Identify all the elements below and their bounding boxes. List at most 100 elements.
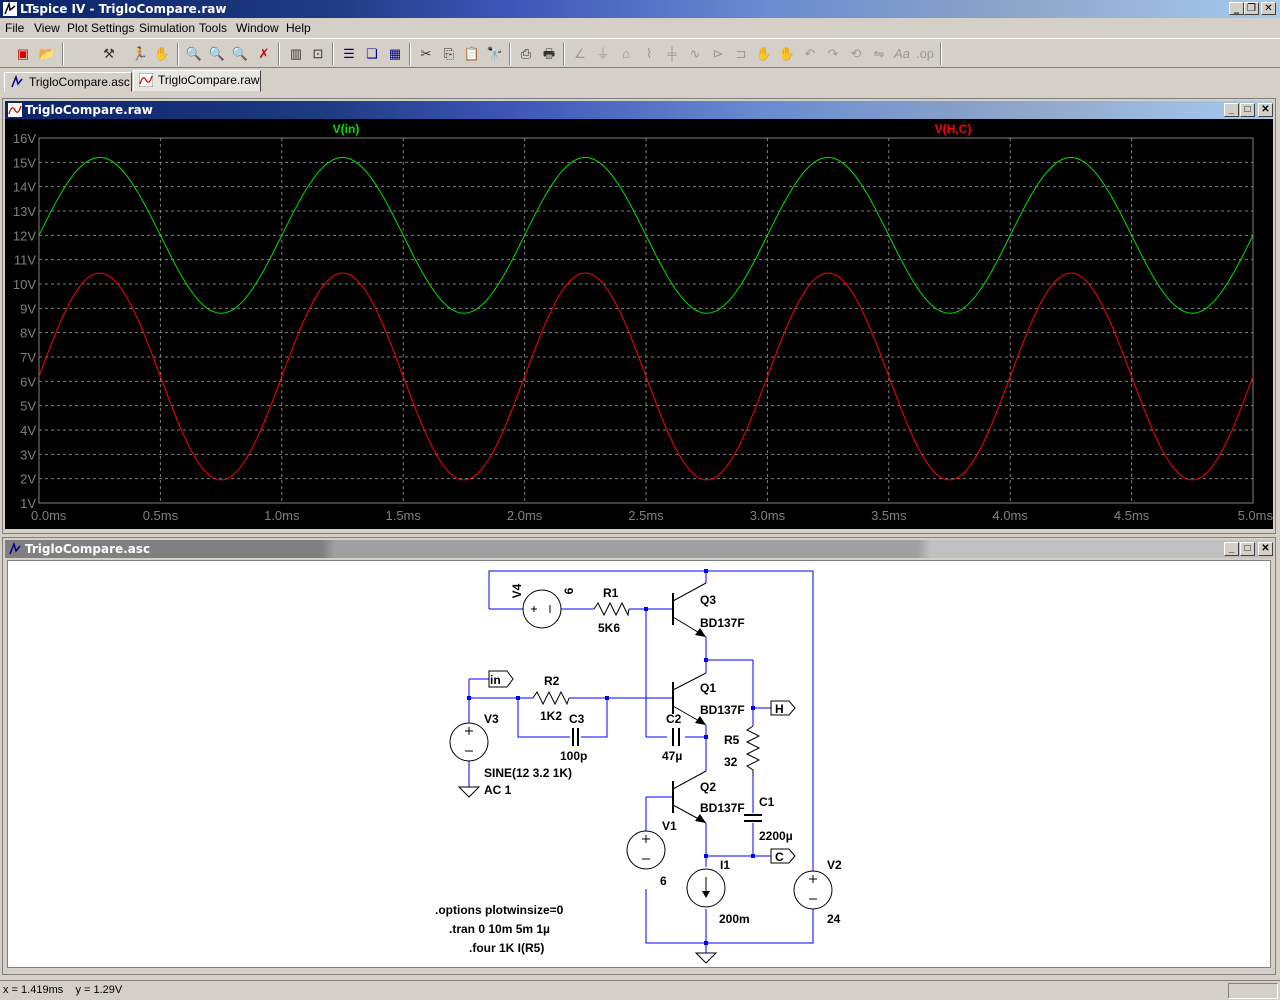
plot-close-button[interactable]: ✕ bbox=[1258, 103, 1273, 117]
toolbar-separator bbox=[62, 43, 64, 65]
wire-icon[interactable]: ∠ bbox=[574, 46, 586, 61]
copy-icon[interactable]: ⎘ bbox=[443, 46, 455, 61]
find-icon[interactable]: 🔭 bbox=[486, 46, 504, 61]
plot-minimize-button[interactable]: _ bbox=[1224, 103, 1239, 117]
resistor-icon[interactable]: ⌇ bbox=[645, 46, 653, 61]
schematic-drawing[interactable]: V4 6 R1 5K6 Q3 BD137F R2 C3 1K2 C3 100p … bbox=[8, 561, 1270, 967]
capacitor-c1[interactable] bbox=[744, 814, 762, 822]
schematic-minimize-button[interactable]: _ bbox=[1224, 542, 1239, 556]
voltage-source-v4[interactable] bbox=[522, 589, 562, 629]
menu-view[interactable]: View bbox=[34, 21, 60, 35]
r2-ref: R2 bbox=[544, 674, 560, 688]
resistor-r2[interactable] bbox=[532, 690, 570, 706]
diode-icon[interactable]: ⊳ bbox=[712, 46, 724, 61]
spice-directive-four[interactable]: .four 1K I(R5) bbox=[469, 941, 544, 955]
trace-label-v-in[interactable]: V(in) bbox=[333, 122, 360, 136]
redo-icon[interactable]: ↷ bbox=[827, 46, 839, 61]
transistor-q3[interactable] bbox=[672, 582, 707, 638]
tab-schematic[interactable]: TrigloCompare.asc bbox=[4, 72, 132, 92]
spice-directive-options[interactable]: .options plotwinsize=0 bbox=[435, 903, 564, 917]
zoom-in-icon[interactable]: 🔍 bbox=[185, 46, 203, 61]
pan-icon[interactable]: ✋ bbox=[153, 46, 171, 61]
net-label-c-flag[interactable] bbox=[770, 848, 796, 864]
paste-icon[interactable]: 📋 bbox=[463, 46, 481, 61]
voltage-source-v1[interactable] bbox=[626, 830, 666, 870]
undo-icon[interactable]: ↶ bbox=[804, 46, 816, 61]
trace-v-in[interactable] bbox=[38, 157, 1254, 314]
y-tick-label: 11V bbox=[14, 253, 36, 268]
menu-file[interactable]: File bbox=[5, 21, 25, 35]
menu-simulation[interactable]: Simulation bbox=[139, 21, 196, 35]
zoom-area-icon[interactable]: 🔍 bbox=[208, 46, 226, 61]
resistor-r1[interactable] bbox=[593, 601, 630, 617]
schematic-maximize-button[interactable]: □ bbox=[1240, 542, 1255, 556]
c1-value: 2200µ bbox=[759, 829, 793, 843]
resistor-r5[interactable] bbox=[745, 725, 761, 776]
capacitor-icon[interactable]: ╪ bbox=[667, 46, 677, 61]
zoom-out-icon[interactable]: 🔍 bbox=[231, 46, 249, 61]
component-icon[interactable]: ⊐ bbox=[735, 46, 747, 61]
menu-help[interactable]: Help bbox=[286, 21, 311, 35]
run-icon[interactable]: 🏃 bbox=[131, 46, 149, 61]
restore-button[interactable]: ❐ bbox=[1244, 2, 1259, 15]
x-tick-label: 0.0ms bbox=[31, 508, 67, 523]
menu-window[interactable]: Window bbox=[236, 21, 279, 35]
schematic-close-button[interactable]: ✕ bbox=[1258, 542, 1273, 556]
move-icon[interactable]: ✋ bbox=[755, 46, 773, 61]
net-label-in-flag[interactable] bbox=[488, 670, 514, 688]
zoom-cancel-icon[interactable]: ✗ bbox=[258, 46, 270, 61]
ground-icon[interactable]: ⏚ bbox=[596, 46, 610, 61]
net-label-c: C bbox=[775, 850, 784, 864]
x-tick-label: 2.5ms bbox=[628, 508, 664, 523]
menu-tools[interactable]: Tools bbox=[199, 21, 228, 35]
tile-horizontal-icon[interactable]: ☰ bbox=[343, 46, 355, 61]
close-button[interactable]: ✕ bbox=[1261, 2, 1276, 15]
net-label-h-flag[interactable] bbox=[770, 700, 796, 716]
plot-maximize-button[interactable]: □ bbox=[1240, 103, 1255, 117]
voltage-source-v2[interactable] bbox=[793, 870, 833, 910]
rotate-icon[interactable]: ⟲ bbox=[850, 46, 862, 61]
control-panel-icon[interactable]: ⚒ bbox=[103, 46, 115, 61]
tile-vertical-icon[interactable]: ▦ bbox=[388, 46, 402, 61]
capacitor-c3[interactable] bbox=[572, 728, 579, 746]
text-icon[interactable]: Aa bbox=[894, 46, 910, 61]
minimize-button[interactable]: _ bbox=[1229, 2, 1244, 15]
menu-plot-settings[interactable]: Plot Settings bbox=[67, 21, 135, 35]
new-schematic-icon[interactable]: ▣ bbox=[16, 46, 30, 61]
net-label-h: H bbox=[775, 702, 784, 716]
wire[interactable] bbox=[488, 570, 814, 944]
autorange-icon[interactable]: ▥ bbox=[289, 46, 303, 61]
trace-v-h-c[interactable] bbox=[38, 272, 1254, 481]
waveform-chart[interactable]: 16V15V14V13V12V11V10V9V8V7V6V5V4V3V2V1V0… bbox=[5, 119, 1274, 529]
q2-value: BD137F bbox=[700, 801, 745, 815]
current-source-i1[interactable] bbox=[686, 868, 726, 908]
label-icon[interactable]: ⌂ bbox=[622, 46, 630, 61]
print-setup-icon[interactable]: ⎙ bbox=[520, 46, 532, 61]
toolbar: ▣ 📂 ⚒ 🏃 ✋ 🔍 🔍 🔍 ✗ ▥ ⊡ ☰ ❏ ▦ ✂ ⎘ 📋 🔭 ⎙ 🖶 … bbox=[0, 38, 1280, 68]
voltage-source-v3[interactable] bbox=[449, 722, 489, 762]
drag-icon[interactable]: ✋ bbox=[778, 46, 796, 61]
schematic-canvas[interactable]: V4 6 R1 5K6 Q3 BD137F R2 C3 1K2 C3 100p … bbox=[7, 560, 1271, 968]
zoom-fit-icon[interactable]: ⊡ bbox=[312, 46, 324, 61]
wires bbox=[468, 570, 814, 953]
transistor-q1[interactable] bbox=[672, 672, 707, 726]
capacitor-c2[interactable] bbox=[672, 728, 680, 746]
i1-value: 200m bbox=[719, 912, 750, 926]
inductor-icon[interactable]: ∿ bbox=[689, 46, 701, 61]
transistor-q2[interactable] bbox=[672, 770, 707, 824]
trace-label-v-h-c[interactable]: V(H,C) bbox=[935, 122, 972, 136]
print-icon[interactable]: 🖶 bbox=[542, 46, 556, 61]
tab-waveform[interactable]: TrigloCompare.raw bbox=[133, 70, 261, 92]
mirror-icon[interactable]: ⇋ bbox=[873, 46, 885, 61]
wire[interactable] bbox=[517, 698, 570, 738]
spice-directive-icon[interactable]: .op bbox=[915, 46, 935, 61]
waveform-icon bbox=[8, 103, 22, 117]
wire[interactable] bbox=[581, 698, 608, 738]
x-tick-label: 2.0ms bbox=[507, 508, 543, 523]
open-icon[interactable]: 📂 bbox=[38, 46, 56, 61]
cascade-icon[interactable]: ❏ bbox=[366, 46, 378, 61]
cut-icon[interactable]: ✂ bbox=[420, 46, 432, 61]
spice-directive-tran[interactable]: .tran 0 10m 5m 1µ bbox=[449, 922, 550, 936]
